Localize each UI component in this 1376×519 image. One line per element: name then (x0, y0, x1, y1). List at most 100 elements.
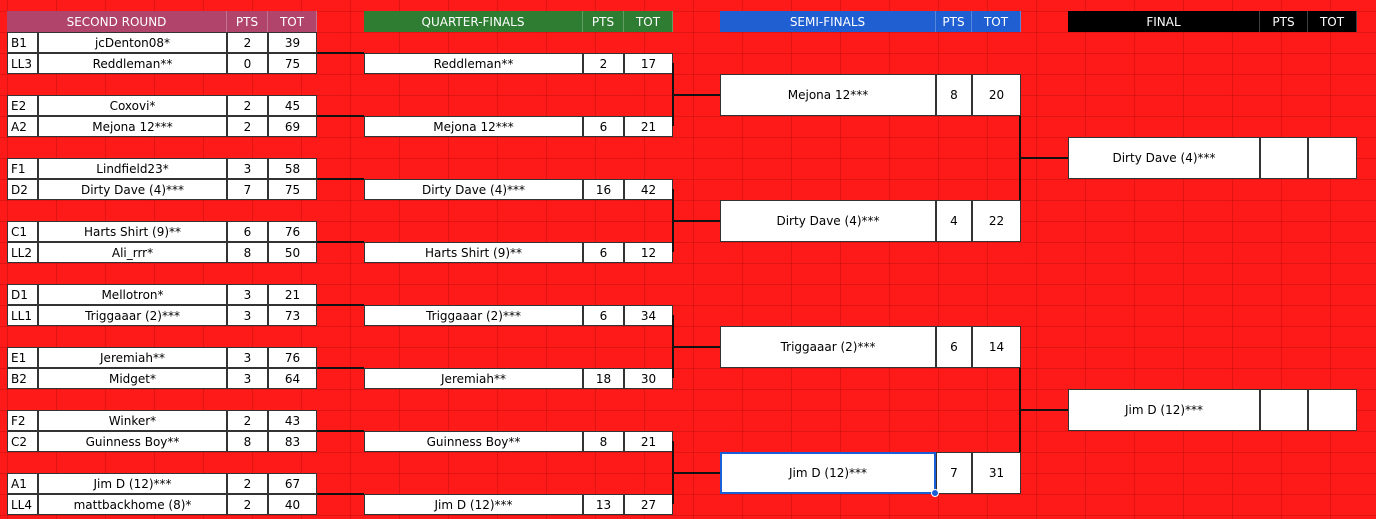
sr-name-f1[interactable]: Lindfield23* (38, 158, 227, 179)
sr-seed-d1[interactable]: D1 (7, 284, 38, 305)
sr-seed-c1[interactable]: C1 (7, 221, 38, 242)
sr-seed-f2[interactable]: F2 (7, 410, 38, 431)
sr-seed-ll2[interactable]: LL2 (7, 242, 38, 263)
sr-tot-c1[interactable]: 76 (268, 221, 317, 242)
qf-name-4[interactable]: Harts Shirt (9)** (364, 242, 583, 263)
sr-tot-e1[interactable]: 76 (268, 347, 317, 368)
qf-tot-6[interactable]: 30 (624, 368, 673, 389)
sf-tot-3[interactable]: 14 (972, 326, 1021, 368)
sr-pts-a1[interactable]: 2 (227, 473, 268, 494)
qf-pts-2[interactable]: 6 (583, 116, 624, 137)
sr-name-e2[interactable]: Coxovi* (38, 95, 227, 116)
sr-tot-ll4[interactable]: 40 (268, 494, 317, 515)
sf-pts-4[interactable]: 7 (936, 452, 972, 494)
sr-seed-e2[interactable]: E2 (7, 95, 38, 116)
sr-name-ll3[interactable]: Reddleman** (38, 53, 227, 74)
sr-pts-a2[interactable]: 2 (227, 116, 268, 137)
final-name-1[interactable]: Dirty Dave (4)*** (1068, 137, 1260, 179)
sr-pts-b2[interactable]: 3 (227, 368, 268, 389)
sr-name-ll4[interactable]: mattbackhome (8)* (38, 494, 227, 515)
sr-tot-a1[interactable]: 67 (268, 473, 317, 494)
qf-pts-6[interactable]: 18 (583, 368, 624, 389)
final-name-2[interactable]: Jim D (12)*** (1068, 389, 1260, 431)
sr-seed-ll1[interactable]: LL1 (7, 305, 38, 326)
qf-tot-4[interactable]: 12 (624, 242, 673, 263)
sr-tot-c2[interactable]: 83 (268, 431, 317, 452)
sr-name-a2[interactable]: Mejona 12*** (38, 116, 227, 137)
qf-tot-8[interactable]: 27 (624, 494, 673, 515)
sr-pts-b1[interactable]: 2 (227, 32, 268, 53)
sr-pts-ll4[interactable]: 2 (227, 494, 268, 515)
sr-name-ll2[interactable]: Ali_rrr* (38, 242, 227, 263)
sr-seed-d2[interactable]: D2 (7, 179, 38, 200)
sf-name-2[interactable]: Dirty Dave (4)*** (720, 200, 936, 242)
sr-tot-b1[interactable]: 39 (268, 32, 317, 53)
sf-name-4-selected[interactable]: Jim D (12)*** (720, 452, 936, 494)
qf-name-8[interactable]: Jim D (12)*** (364, 494, 583, 515)
qf-name-2[interactable]: Mejona 12*** (364, 116, 583, 137)
sr-seed-b2[interactable]: B2 (7, 368, 38, 389)
sr-tot-ll2[interactable]: 50 (268, 242, 317, 263)
sr-seed-c2[interactable]: C2 (7, 431, 38, 452)
sr-seed-a1[interactable]: A1 (7, 473, 38, 494)
sr-name-ll1[interactable]: Triggaaar (2)*** (38, 305, 227, 326)
sr-pts-e2[interactable]: 2 (227, 95, 268, 116)
sr-pts-ll2[interactable]: 8 (227, 242, 268, 263)
qf-pts-5[interactable]: 6 (583, 305, 624, 326)
sr-tot-b2[interactable]: 64 (268, 368, 317, 389)
sr-seed-e1[interactable]: E1 (7, 347, 38, 368)
sr-tot-f2[interactable]: 43 (268, 410, 317, 431)
qf-tot-7[interactable]: 21 (624, 431, 673, 452)
qf-tot-3[interactable]: 42 (624, 179, 673, 200)
sr-pts-e1[interactable]: 3 (227, 347, 268, 368)
sr-name-d2[interactable]: Dirty Dave (4)*** (38, 179, 227, 200)
sf-pts-2[interactable]: 4 (936, 200, 972, 242)
qf-pts-4[interactable]: 6 (583, 242, 624, 263)
qf-tot-2[interactable]: 21 (624, 116, 673, 137)
sr-tot-d2[interactable]: 75 (268, 179, 317, 200)
sf-tot-2[interactable]: 22 (972, 200, 1021, 242)
sr-name-f2[interactable]: Winker* (38, 410, 227, 431)
sf-name-1[interactable]: Mejona 12*** (720, 74, 936, 116)
sf-tot-4[interactable]: 31 (972, 452, 1021, 494)
selection-fill-handle[interactable] (931, 489, 939, 497)
sr-name-e1[interactable]: Jeremiah** (38, 347, 227, 368)
sr-name-d1[interactable]: Mellotron* (38, 284, 227, 305)
qf-pts-3[interactable]: 16 (583, 179, 624, 200)
sr-pts-ll3[interactable]: 0 (227, 53, 268, 74)
sr-seed-ll3[interactable]: LL3 (7, 53, 38, 74)
sr-tot-ll1[interactable]: 73 (268, 305, 317, 326)
qf-tot-1[interactable]: 17 (624, 53, 673, 74)
sr-name-c2[interactable]: Guinness Boy** (38, 431, 227, 452)
qf-pts-7[interactable]: 8 (583, 431, 624, 452)
qf-name-7[interactable]: Guinness Boy** (364, 431, 583, 452)
sr-seed-ll4[interactable]: LL4 (7, 494, 38, 515)
qf-pts-1[interactable]: 2 (583, 53, 624, 74)
sf-tot-1[interactable]: 20 (972, 74, 1021, 116)
sr-seed-f1[interactable]: F1 (7, 158, 38, 179)
qf-name-1[interactable]: Reddleman** (364, 53, 583, 74)
sr-pts-ll1[interactable]: 3 (227, 305, 268, 326)
sr-tot-a2[interactable]: 69 (268, 116, 317, 137)
qf-name-3[interactable]: Dirty Dave (4)*** (364, 179, 583, 200)
sr-tot-d1[interactable]: 21 (268, 284, 317, 305)
sr-pts-f1[interactable]: 3 (227, 158, 268, 179)
sr-pts-d2[interactable]: 7 (227, 179, 268, 200)
sr-pts-f2[interactable]: 2 (227, 410, 268, 431)
sr-pts-c1[interactable]: 6 (227, 221, 268, 242)
sf-pts-3[interactable]: 6 (936, 326, 972, 368)
sr-name-a1[interactable]: Jim D (12)*** (38, 473, 227, 494)
sr-name-b2[interactable]: Midget* (38, 368, 227, 389)
sr-pts-c2[interactable]: 8 (227, 431, 268, 452)
sf-pts-1[interactable]: 8 (936, 74, 972, 116)
sr-tot-ll3[interactable]: 75 (268, 53, 317, 74)
final-pts-2[interactable] (1260, 389, 1308, 431)
qf-tot-5[interactable]: 34 (624, 305, 673, 326)
sr-seed-a2[interactable]: A2 (7, 116, 38, 137)
sr-seed-b1[interactable]: B1 (7, 32, 38, 53)
final-pts-1[interactable] (1260, 137, 1308, 179)
sr-name-b1[interactable]: jcDenton08* (38, 32, 227, 53)
final-tot-1[interactable] (1308, 137, 1357, 179)
sr-tot-f1[interactable]: 58 (268, 158, 317, 179)
qf-name-6[interactable]: Jeremiah** (364, 368, 583, 389)
